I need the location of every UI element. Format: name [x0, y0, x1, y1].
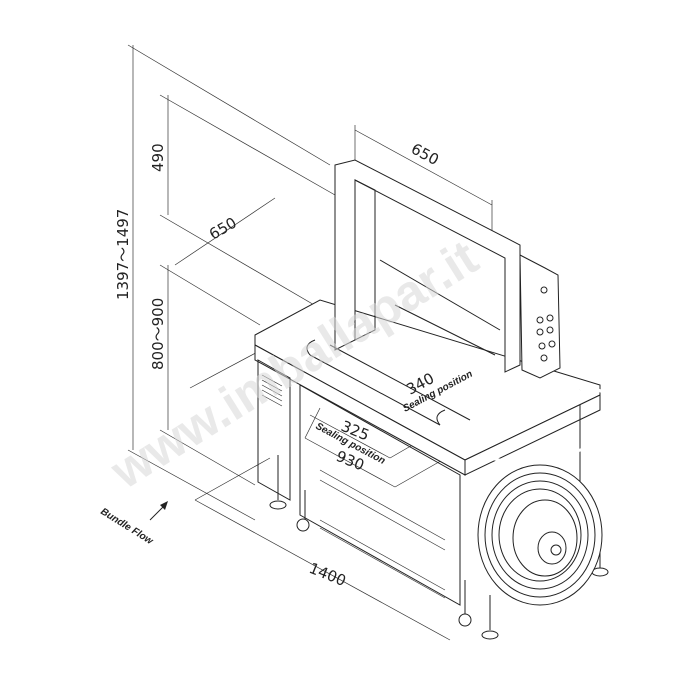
- bundle-flow-label: Bundle Flow: [98, 506, 155, 547]
- bundle-flow-arrow-icon: [149, 501, 168, 521]
- dim-total-height: 1397～1497: [114, 209, 132, 300]
- dim-arch-width: 650: [408, 140, 442, 169]
- strap-reel: [477, 464, 603, 606]
- machine-body: [254, 159, 618, 640]
- dim-1400: 1400: [307, 559, 349, 590]
- control-buttons: [536, 286, 556, 362]
- dim-arch-depth: 650: [206, 214, 240, 244]
- dim-arch-height: 490: [149, 143, 167, 172]
- casters: [269, 455, 609, 640]
- dim-table-height: 800～900: [149, 298, 167, 370]
